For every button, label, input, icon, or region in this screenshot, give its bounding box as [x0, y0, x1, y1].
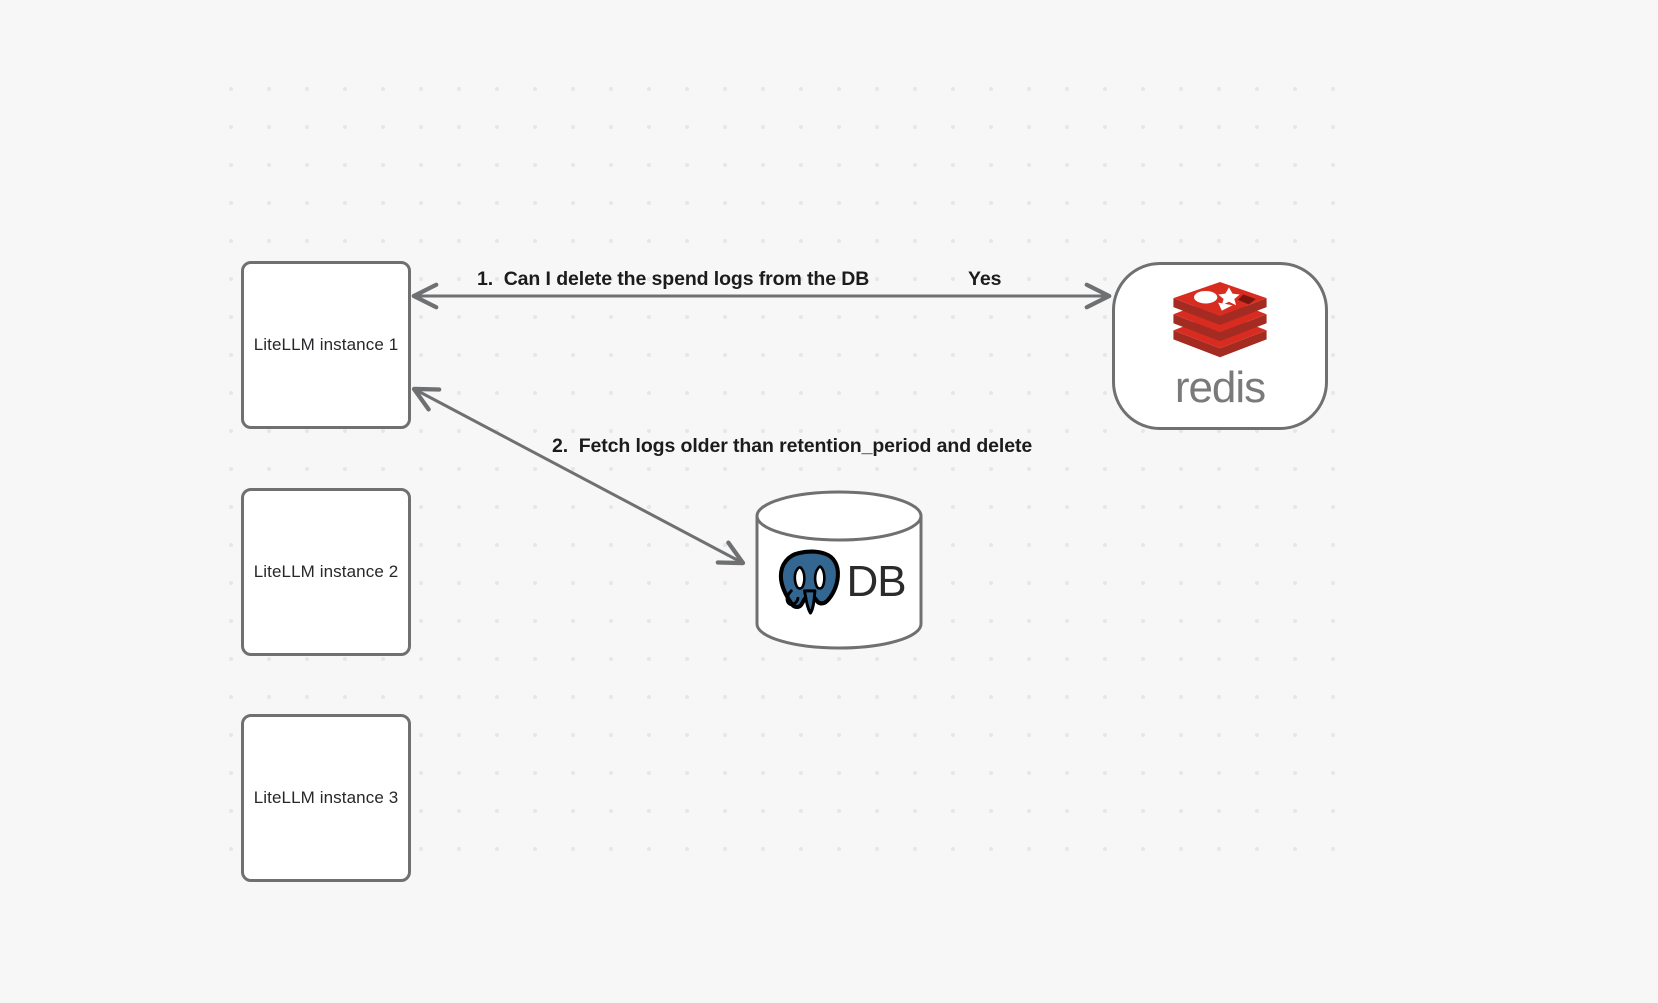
- node-litellm-instance-3[interactable]: LiteLLM instance 3: [241, 714, 411, 882]
- db-label: DB: [846, 557, 906, 606]
- node-litellm-instance-1[interactable]: LiteLLM instance 1: [241, 261, 411, 429]
- postgresql-elephant-icon: [779, 549, 841, 615]
- edge-label-reply: Yes: [968, 268, 1002, 290]
- edge-label-fetch-delete: 2. Fetch logs older than retention_perio…: [552, 435, 1033, 457]
- node-label: LiteLLM instance 1: [253, 335, 399, 354]
- node-label: LiteLLM instance 3: [253, 788, 399, 807]
- node-label: LiteLLM instance 2: [253, 562, 399, 581]
- node-litellm-instance-2[interactable]: LiteLLM instance 2: [241, 488, 411, 656]
- redis-wordmark: redis: [1174, 363, 1266, 412]
- edge-label-request: 1. Can I delete the spend logs from the …: [477, 268, 870, 290]
- redis-logo-icon: [1173, 282, 1267, 358]
- node-redis[interactable]: redis: [1112, 262, 1328, 430]
- node-database[interactable]: DB: [753, 490, 925, 650]
- edge-db-instance1: [411, 386, 746, 566]
